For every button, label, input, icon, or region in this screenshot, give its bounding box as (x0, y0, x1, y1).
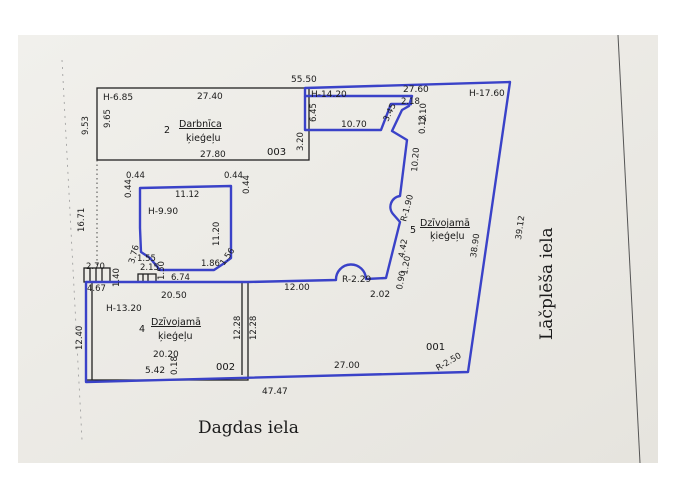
dim-st-c: 4.67 (87, 284, 106, 294)
dim-left-mid: 16.71 (77, 208, 87, 232)
dim-bottom-total: 47.47 (262, 387, 288, 397)
dim-st-a: 2.70 (86, 262, 105, 272)
dim-bottom-inner: 27.00 (334, 361, 360, 371)
dim-b4-right-a: 12.28 (233, 316, 243, 340)
workshop-code: 003 (267, 147, 286, 158)
house4-number: 4 (139, 324, 145, 335)
dim-b5-h: 1.20 (400, 255, 413, 275)
dim-b5-top: 27.60 (403, 85, 429, 95)
main-code: 001 (426, 342, 445, 353)
house5-name: Dzīvojamā (420, 218, 470, 229)
workshop-name: Darbnīca (179, 119, 222, 130)
house5-material: ķieģeļu (430, 231, 465, 242)
dim-b5-j: 2.02 (370, 290, 390, 300)
house4-name: Dzīvojamā (151, 317, 201, 328)
dim-b5-b: 2.18 (401, 97, 420, 107)
dim-ws-top: 27.40 (197, 92, 223, 102)
dim-b4-top: 20.50 (161, 291, 187, 301)
house4-code: 002 (216, 362, 235, 373)
dim-st-b: 1.40 (112, 268, 122, 287)
dim-b5-i: 0.90 (395, 270, 408, 290)
main-height-right: H-17.60 (469, 89, 505, 99)
inner-building-outline (138, 184, 233, 272)
dim-b5-c: 2.10 (419, 103, 429, 122)
workshop-material: ķieģeļu (186, 133, 221, 144)
dim-in-c: 0.44 (224, 171, 243, 181)
dim-in-h: 1.55 (137, 254, 156, 264)
dim-ws-bottom: 27.80 (200, 150, 226, 160)
dim-in-k: 6.74 (171, 273, 190, 283)
dim-b5-d: 0.13 (418, 115, 428, 134)
dim-b4-c: 5.42 (145, 366, 165, 376)
dim-in-d: 0.44 (242, 175, 252, 194)
dim-in-j: 1.50 (157, 261, 167, 280)
dim-ws-left: 9.65 (103, 109, 113, 128)
dim-right-total: 39.12 (514, 215, 527, 240)
blue-outlines (84, 80, 512, 384)
dim-b4-d: 0.18 (170, 356, 180, 375)
dim-in-b: 0.44 (124, 179, 134, 198)
dim-mid: 12.00 (284, 283, 310, 293)
dim-top-total: 55.50 (291, 75, 317, 85)
paper-sheet (18, 35, 658, 463)
workshop-height: H-6.85 (103, 93, 133, 103)
street-dagdas: Dagdas iela (198, 418, 299, 438)
street-lacplesa: Lāčplēša iela (537, 227, 557, 340)
house4-material: ķieģeļu (158, 331, 193, 342)
dim-b5-k: 38.90 (469, 233, 482, 258)
workshop-number: 2 (164, 125, 170, 136)
dim-in-top: 11.12 (175, 190, 199, 200)
main-building-outline (84, 80, 512, 384)
house5-number: 5 (410, 225, 416, 236)
paper-dash-line (61, 59, 83, 441)
inner-height: H-9.90 (148, 207, 178, 217)
dim-in-g: 3.76 (127, 244, 142, 265)
dim-b5-m: R-2.29 (342, 275, 371, 285)
dim-in-i: 2.15 (140, 263, 159, 273)
dim-in-right: 11.20 (212, 222, 222, 246)
main-notch (303, 96, 412, 132)
dim-in-e: 1.86 (201, 259, 220, 269)
dim-in-a: 0.44 (126, 171, 145, 181)
workshop-outline (96, 87, 310, 161)
dim-b5-e: 10.20 (410, 147, 422, 172)
dim-b4-bottom: 20.20 (153, 350, 179, 360)
dim-ws-right: 3.20 (296, 132, 306, 151)
dim-b5-inner: 10.70 (341, 120, 367, 130)
main-height-left: H-14.20 (311, 90, 347, 100)
house4-height: H-13.20 (106, 304, 142, 314)
dim-b4-right-b: 12.28 (249, 316, 259, 340)
dim-left-bottom: 12.40 (75, 326, 85, 350)
dim-b5-top-left: 6.45 (309, 103, 319, 122)
paper-fold-line (617, 34, 641, 464)
dim-b5-g: 4.42 (397, 238, 410, 258)
dim-left-top: 9.53 (81, 116, 91, 135)
